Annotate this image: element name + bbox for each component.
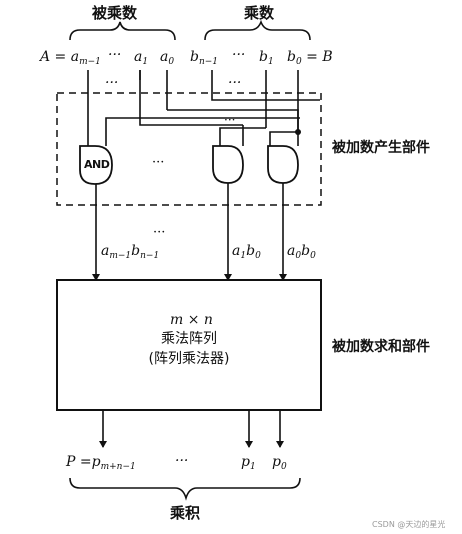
output-p-msb: P =pm+n−1 — [66, 455, 136, 472]
output-p0-base: p — [272, 454, 281, 470]
output-p-msb-base: p — [91, 454, 101, 470]
input-wires — [87, 70, 320, 146]
output-p-msb-sub: m+n−1 — [100, 462, 136, 472]
gate-ellipsis: ··· — [152, 155, 164, 170]
operand-b1: b1 — [259, 50, 274, 67]
operand-a-eq: A = — [40, 49, 67, 65]
operand-a1-sub: 1 — [142, 57, 149, 67]
generator-region — [56, 92, 322, 206]
operand-b-ellipsis: ··· — [232, 47, 246, 63]
and-gate-label: AND — [84, 158, 110, 171]
pp-a0-b: b — [301, 243, 311, 259]
multiplier-brace — [204, 19, 311, 41]
partial-product-msb: am−1bn−1 — [101, 244, 159, 261]
operand-b0: b0 = B — [287, 50, 333, 67]
pp-a1-b-sub: 0 — [255, 251, 261, 261]
output-p1-sub: 1 — [249, 462, 256, 472]
operand-a0-sub: 0 — [168, 57, 175, 67]
watermark: CSDN @天边的星光 — [372, 520, 446, 529]
operand-b-msb: bn−1 — [190, 50, 218, 67]
output-ellipsis: ··· — [175, 453, 189, 469]
array-subtitle: (阵列乘法器) — [148, 351, 230, 367]
partial-ellipsis-top: ··· — [153, 225, 165, 240]
operand-a-msb-sub: m−1 — [79, 57, 101, 67]
pp-a1-a: a — [232, 243, 241, 259]
partial-product-a0b0: a0b0 — [287, 244, 316, 261]
multiplicand-brace — [69, 21, 176, 41]
summer-side-label: 被加数求和部件 — [332, 339, 430, 355]
operand-a-ellipsis: ··· — [108, 47, 122, 63]
operand-a1: a1 — [134, 50, 148, 67]
operand-b1-base: b — [259, 49, 268, 65]
and-gate-left — [79, 145, 113, 185]
operand-a1-base: a — [134, 49, 143, 65]
output-p-eq: P = — [66, 454, 92, 470]
generator-side-label: 被加数产生部件 — [332, 140, 430, 156]
pp-msb-b: b — [131, 243, 141, 259]
operand-a-label: A = am−1 — [40, 50, 101, 67]
operand-a0: a0 — [160, 50, 174, 67]
operand-b0-sub: 0 — [295, 57, 302, 67]
product-label: 乘积 — [170, 504, 201, 522]
wire-junction — [295, 129, 301, 135]
product-brace — [69, 477, 301, 501]
wire-ellipsis-b: ··· — [228, 75, 242, 91]
partial-product-a1b0: a1b0 — [232, 244, 261, 261]
multiplicand-header: 被乘数 — [92, 4, 138, 22]
pp-a1-b: b — [246, 243, 256, 259]
operand-a-msb: a — [70, 49, 80, 65]
array-title: 乘法阵列 — [161, 331, 217, 347]
multiplier-header: 乘数 — [244, 4, 275, 22]
pp-msb-b-sub: n−1 — [140, 251, 160, 261]
pp-a0-a-sub: 0 — [295, 251, 302, 261]
array-size: m × n — [170, 312, 213, 328]
operand-b-msb-base: b — [190, 49, 199, 65]
operand-a0-base: a — [160, 49, 169, 65]
multiplier-array-box — [56, 279, 322, 411]
output-p1: p1 — [241, 455, 256, 472]
and-gate-middle — [212, 145, 244, 184]
operand-b-msb-sub: n−1 — [198, 57, 219, 67]
wire-ellipsis-a: ··· — [105, 75, 119, 91]
operand-b-eq: = B — [306, 49, 333, 65]
output-p0-sub: 0 — [280, 462, 287, 472]
output-p0: p0 — [272, 455, 287, 472]
pp-msb-a: a — [101, 243, 110, 259]
pp-a0-a: a — [287, 243, 296, 259]
operand-b1-sub: 1 — [267, 57, 274, 67]
output-p1-base: p — [241, 454, 250, 470]
wire-ellipsis: ··· — [224, 113, 235, 127]
pp-msb-a-sub: m−1 — [109, 251, 132, 261]
operand-b0-base: b — [287, 49, 296, 65]
pp-a1-a-sub: 1 — [240, 251, 247, 261]
pp-a0-b-sub: 0 — [310, 251, 316, 261]
and-gate-right — [267, 145, 299, 184]
